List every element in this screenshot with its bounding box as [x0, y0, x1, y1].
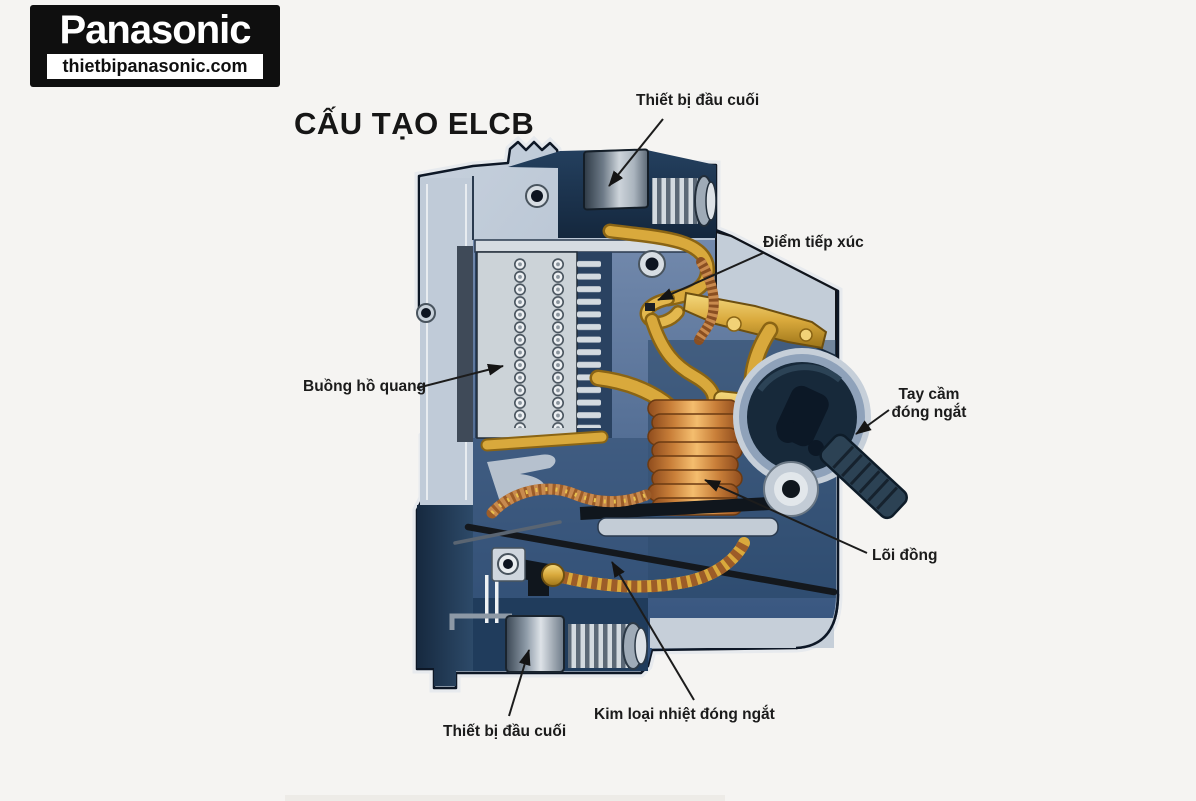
page-title: CẤU TẠO ELCB [294, 106, 535, 141]
leader-copper-core [704, 479, 868, 554]
leader-terminal-top [608, 118, 664, 187]
website-url: thietbipanasonic.com [62, 56, 248, 76]
label-arc-chamber: Buồng hồ quang [303, 378, 427, 395]
leader-arc-chamber [416, 363, 504, 389]
pigtail-wire [694, 257, 719, 345]
label-handle-line2: đóng ngắt [891, 404, 967, 421]
rivets [416, 184, 666, 582]
handle-lever [819, 433, 908, 520]
leader-contact-point [657, 252, 764, 301]
bottom-edge-artifact [285, 795, 725, 801]
terminal-bottom [505, 615, 648, 673]
screw [763, 461, 819, 517]
bimetal-strip [453, 520, 838, 596]
arc-chamber [475, 251, 612, 439]
label-copper-core: Lõi đồng [872, 547, 938, 564]
label-handle: Tay cầm đóng ngắt [884, 386, 974, 422]
website-bar: thietbipanasonic.com [47, 54, 263, 79]
panasonic-logo: Panasonic thietbipanasonic.com [30, 5, 280, 87]
toggle-handle [733, 348, 908, 520]
label-thermal-metal: Kim loại nhiệt đóng ngắt [594, 706, 775, 723]
brand-wordmark: Panasonic [59, 8, 251, 52]
copper-braid-upper [486, 483, 652, 519]
label-terminal-top: Thiết bị đầu cuối [636, 92, 760, 109]
leader-thermal-metal [611, 561, 695, 701]
leader-lines [416, 118, 890, 717]
label-contact-point: Điểm tiếp xúc [763, 234, 864, 251]
leader-terminal-bottom [508, 649, 531, 717]
label-terminal-bottom: Thiết bị đầu cuối [443, 723, 567, 740]
leader-handle [855, 409, 890, 435]
label-handle-line1: Tay cầm [898, 386, 960, 403]
